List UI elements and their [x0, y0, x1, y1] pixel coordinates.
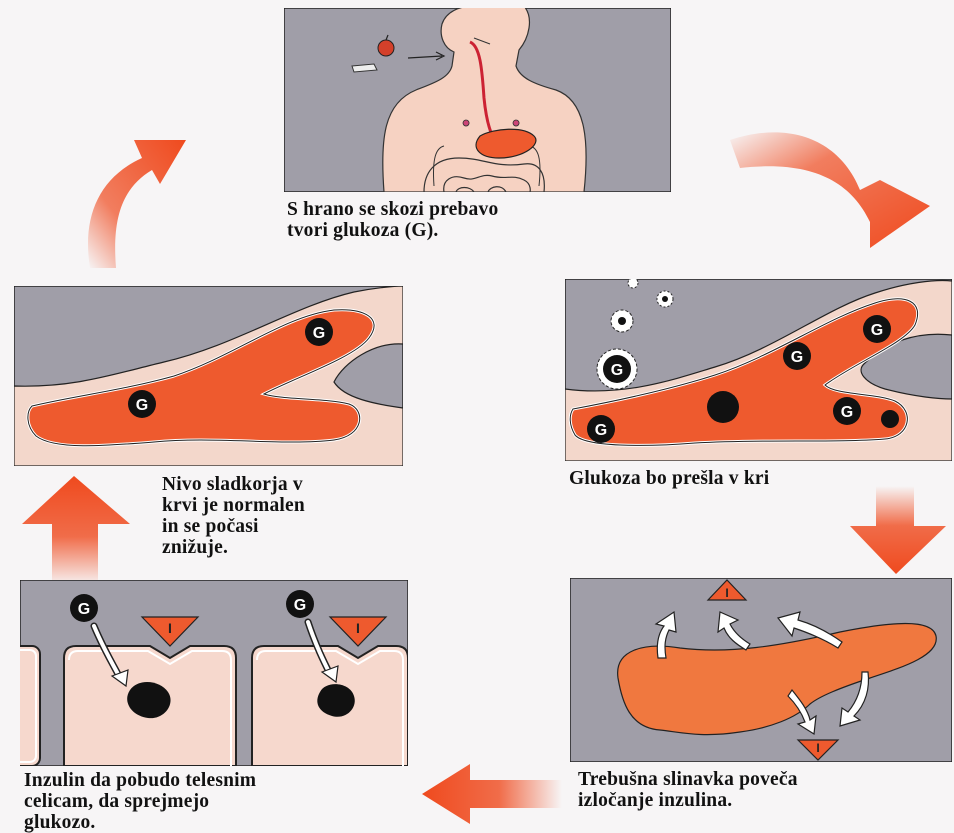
- caption-step4: Inzulin da pobudo telesnim celicam, da s…: [24, 770, 256, 833]
- glucose-label: G: [871, 322, 883, 339]
- food-tray-icon: [352, 64, 377, 72]
- insulin-label: I: [816, 741, 819, 755]
- caption-line: S hrano se skozi prebavo: [287, 199, 498, 220]
- caption-line: celicam, da sprejmejo: [24, 791, 256, 812]
- glucose-label: G: [595, 422, 607, 439]
- caption-step3: Trebušna slinavka poveča izločanje inzul…: [578, 769, 798, 811]
- glucose-label: G: [78, 601, 90, 618]
- caption-step2: Glukoza bo prešla v kri: [569, 468, 769, 489]
- caption-line: Inzulin da pobudo telesnim: [24, 770, 256, 791]
- glucose-marker-icon: G: [128, 390, 156, 418]
- caption-line: izločanje inzulina.: [578, 790, 798, 811]
- glucose-label: G: [136, 397, 148, 414]
- glucose-marker-icon: G: [587, 415, 615, 443]
- glucose-marker-icon: G: [286, 590, 314, 618]
- insulin-label: I: [725, 586, 728, 600]
- straight-arrow-icon: [850, 486, 954, 574]
- curved-arrow-icon: [60, 118, 200, 268]
- caption-line: krvi je normalen: [162, 495, 305, 516]
- curved-arrow-top-right: [730, 120, 940, 270]
- caption-step1: S hrano se skozi prebavo tvori glukoza (…: [287, 199, 498, 241]
- caption-line: Glukoza bo prešla v kri: [569, 468, 769, 489]
- insulin-label: I: [356, 620, 360, 636]
- straight-arrow-down: [850, 486, 954, 574]
- panel-glucose-blood: G G G G G: [565, 279, 952, 461]
- caption-line: in se počasi: [162, 516, 305, 537]
- straight-arrow-left: [422, 764, 562, 824]
- caption-step5: Nivo sladkorja v krvi je normalen in se …: [162, 474, 305, 558]
- curved-arrow-top-left: [60, 118, 200, 268]
- panel-digestion: [284, 8, 671, 192]
- insulin-label: I: [168, 620, 172, 636]
- caption-line: tvori glukoza (G).: [287, 220, 498, 241]
- straight-arrow-up: [18, 476, 138, 586]
- glucose-marker-icon: G: [783, 342, 811, 370]
- straight-arrow-icon: [18, 476, 138, 586]
- glucose-label: G: [791, 349, 803, 366]
- cell-icon: [20, 646, 40, 766]
- glucose-label: G: [294, 597, 306, 614]
- caption-line: Trebušna slinavka poveča: [578, 769, 798, 790]
- caption-line: glukozo.: [24, 812, 256, 833]
- panel-pancreas: I I: [570, 578, 952, 762]
- caption-line: znižuje.: [162, 537, 305, 558]
- glucose-label: G: [313, 325, 325, 342]
- straight-arrow-icon: [422, 764, 562, 824]
- glucose-label: G: [841, 404, 853, 421]
- curved-arrow-icon: [730, 120, 940, 270]
- glucose-marker-icon: G: [833, 397, 861, 425]
- caption-line: Nivo sladkorja v: [162, 474, 305, 495]
- glucose-marker-icon: G: [863, 315, 891, 343]
- cell-nucleus-icon: [881, 410, 899, 428]
- panel-cells-insulin: I I G G: [20, 580, 408, 766]
- cell-nucleus-icon: [707, 391, 739, 423]
- glucose-label: G: [611, 362, 623, 379]
- panel-normal-level: G G: [14, 286, 403, 466]
- glucose-marker-icon: G: [70, 594, 98, 622]
- glucose-marker-icon: G: [305, 318, 333, 346]
- glucose-marker-icon: G: [597, 349, 637, 389]
